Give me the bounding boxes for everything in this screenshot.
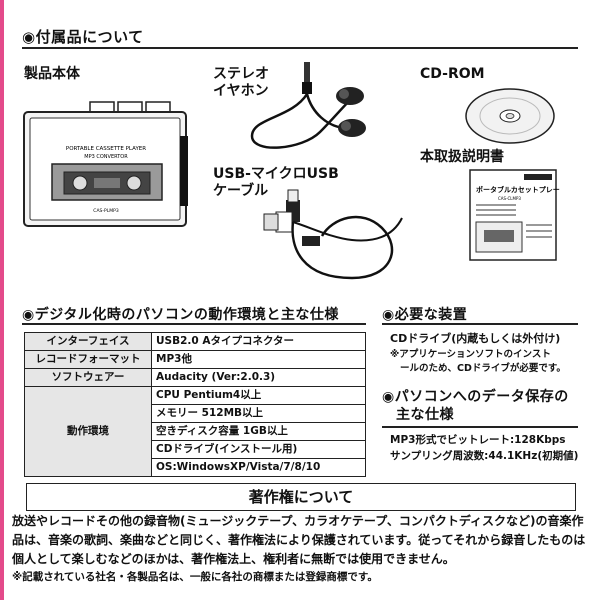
spec-key: レコードフォーマット: [24, 350, 152, 369]
device-text-1: PORTABLE CASSETTE PLAYER: [66, 146, 146, 152]
usb-cable-label: USB-マイクロUSB ケーブル: [213, 166, 339, 200]
spec-key-environment: 動作環境: [24, 386, 152, 477]
spec-value: MP3他: [151, 350, 366, 369]
save-heading-line1: ◉パソコンへのデータ保存の: [382, 389, 569, 405]
spec-value: メモリー 512MB以上: [151, 404, 366, 423]
table-row: 動作環境 CPU Pentium4以上: [24, 386, 366, 477]
needed-note-line1: ※アプリケーションソフトのインスト: [390, 349, 551, 360]
spec-value: CPU Pentium4以上: [151, 386, 366, 405]
save-heading-line2: 主な仕様: [396, 407, 454, 423]
spec-key: ソフトウェアー: [24, 368, 152, 387]
copyright-heading: 著作権について: [26, 483, 576, 511]
manual-title: ポータブルカセットプレーヤー: [476, 185, 560, 194]
earphones-label: ステレオ イヤホン: [213, 66, 269, 100]
needed-heading: ◉必要な装置: [382, 307, 468, 323]
cdrom-label: CD-ROM: [420, 66, 485, 82]
needed-rule: [382, 323, 578, 325]
table-row: ソフトウェアー Audacity (Ver:2.0.3): [24, 368, 366, 387]
accessories-rule: [22, 47, 578, 49]
needed-note: ※アプリケーションソフトのインスト ールのため、CDドライブが必要です。: [390, 348, 566, 376]
spec-value: Audacity (Ver:2.0.3): [151, 368, 366, 387]
earphones-label-line1: ステレオ: [213, 66, 269, 82]
earphones-label-line2: イヤホン: [213, 83, 269, 99]
manual-label: 本取扱説明書: [420, 149, 504, 165]
device-text-2: MP3 CONVERTOR: [84, 154, 128, 160]
usb-cable-label-line2: ケーブル: [213, 183, 269, 199]
accessories-heading: ◉付属品について: [22, 28, 144, 46]
needed-note-line2: ールのため、CDドライブが必要です。: [400, 363, 566, 374]
requirements-rule: [22, 323, 366, 325]
needed-item: CDドライブ(内蔵もしくは外付け): [390, 332, 561, 345]
spec-key: インターフェイス: [24, 332, 152, 351]
accent-bar: [0, 0, 4, 600]
device-model: CAS-PLMP3: [93, 208, 119, 214]
spec-value: OS:WindowsXP/Vista/7/8/10: [151, 458, 366, 477]
manual-image: ポータブルカセットプレーヤー CAS-CLMP3: [469, 169, 560, 261]
table-row: レコードフォーマット MP3他: [24, 350, 366, 369]
earphones-image: [250, 62, 366, 149]
requirements-table: インターフェイス USB2.0 Aタイプコネクター レコードフォーマット MP3…: [24, 332, 366, 477]
cassette-player-image: PORTABLE CASSETTE PLAYER MP3 CONVERTOR C…: [23, 101, 188, 227]
save-lines: MP3形式でビットレート:128Kbps サンプリング周波数:44.1KHz(初…: [390, 432, 578, 464]
spec-value: 空きディスク容量 1GB以上: [151, 422, 366, 441]
save-line: サンプリング周波数:44.1KHz(初期値): [390, 450, 579, 462]
requirements-heading: ◉デジタル化時のパソコンの動作環境と主な仕様: [22, 307, 339, 323]
save-heading: ◉パソコンへのデータ保存の 主な仕様: [382, 388, 569, 424]
usb-cable-image: [263, 189, 403, 280]
copyright-text: 放送やレコードその他の録音物(ミュージックテープ、カラオケテープ、コンパクトディ…: [12, 514, 586, 566]
spec-value: CDドライブ(インストール用): [151, 440, 366, 459]
table-row: OS:WindowsXP/Vista/7/8/10: [25, 458, 366, 477]
main-unit-label: 製品本体: [24, 66, 80, 82]
spec-value: USB2.0 Aタイプコネクター: [151, 332, 366, 351]
manual-model: CAS-CLMP3: [498, 196, 521, 201]
table-row: インターフェイス USB2.0 Aタイプコネクター: [24, 332, 366, 351]
trademark-note: ※記載されている社名・各製品名は、一般に各社の商標または登録商標です。: [12, 571, 378, 583]
save-line: MP3形式でビットレート:128Kbps: [390, 434, 566, 446]
usb-cable-label-line1: USB-マイクロUSB: [213, 166, 339, 182]
cdrom-image: [465, 88, 555, 144]
save-rule: [382, 426, 578, 428]
